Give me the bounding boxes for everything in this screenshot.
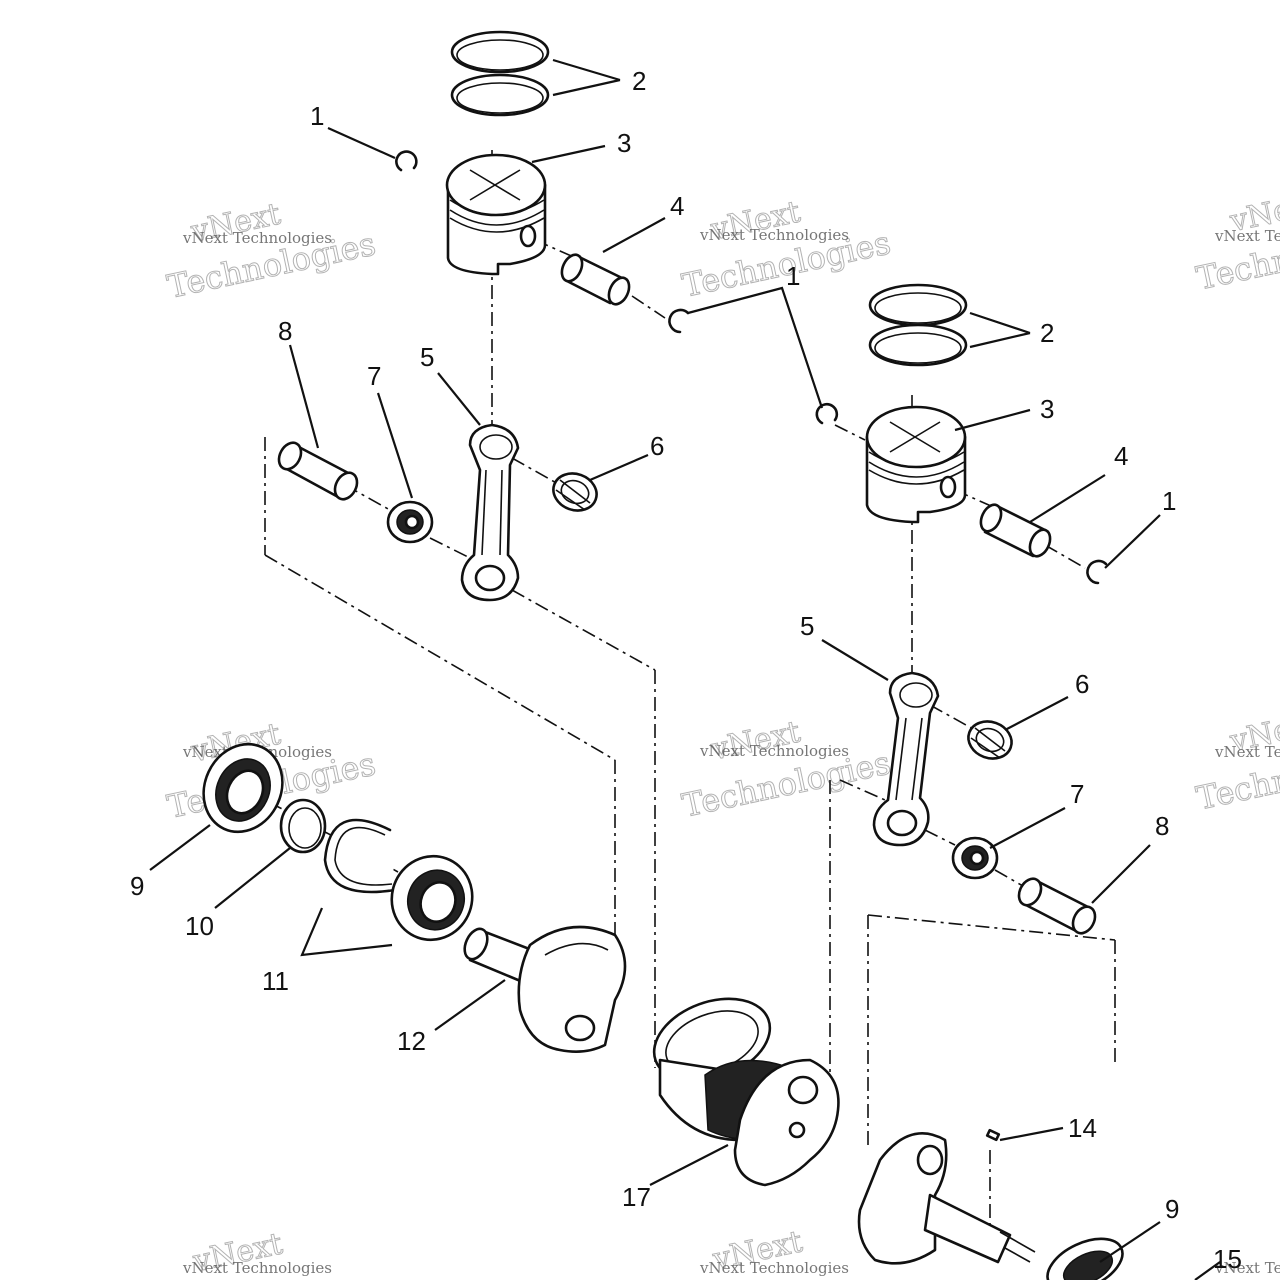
woodruff-key-14 (985, 1128, 1001, 1142)
callout-5-left: 5 (420, 342, 434, 372)
watermark-company-text: vNext Technologies (182, 229, 332, 247)
callout-3-left: 3 (617, 128, 631, 158)
needle-bearing-right-6 (967, 720, 1013, 760)
snap-ring-11 (323, 818, 397, 894)
ball-bearing-left-9 (202, 742, 284, 834)
watermark-company-text: vNext Technologies (699, 742, 849, 760)
watermark-company-text: vNext Technologies (1214, 743, 1280, 761)
callout-2-left: 2 (632, 66, 646, 96)
callout-4-left: 4 (670, 191, 684, 221)
ball-bearing-left-11 (390, 854, 474, 942)
callout-8-right: 8 (1155, 811, 1169, 841)
piston-right (865, 405, 967, 524)
crankshaft-center-17 (652, 997, 840, 1187)
crankshaft-half-right (857, 1132, 1036, 1265)
callout-9-right: 9 (1165, 1194, 1179, 1224)
piston-ring-set-right (868, 283, 968, 367)
piston-pin-right (979, 503, 1052, 558)
callout-12: 12 (397, 1026, 426, 1056)
needle-bearing-right-7 (951, 836, 999, 880)
watermark-company-text: vNext Technologies (699, 1259, 849, 1277)
callout-14: 14 (1068, 1113, 1097, 1143)
callout-2-right: 2 (1040, 318, 1054, 348)
callout-11: 11 (262, 966, 289, 996)
watermark-company-text: vNext Technologies (1214, 227, 1280, 245)
watermark-company-text: vNext Technologies (1214, 1259, 1280, 1277)
callout-10: 10 (185, 911, 214, 941)
ball-bearing-right-9 (1046, 1237, 1124, 1280)
connecting-rod-left (460, 423, 520, 602)
crank-pin-right (1017, 877, 1097, 935)
callout-7-right: 7 (1070, 779, 1084, 809)
circlip-right-1 (815, 402, 839, 425)
piston-pin-left (560, 253, 631, 306)
callout-1-left-top: 1 (310, 101, 324, 131)
callout-labels: 2 1 3 4 1 2 3 4 1 8 7 5 6 5 6 7 8 9 10 1… (130, 66, 1242, 1274)
watermark-company-text: vNext Technologies (182, 1259, 332, 1277)
circlip-left-2 (668, 308, 690, 334)
piston-ring-set-left (450, 30, 550, 117)
callout-9-left: 9 (130, 871, 144, 901)
callout-6-left: 6 (650, 431, 664, 461)
connecting-rod-right (872, 671, 940, 847)
callout-5-right: 5 (800, 611, 814, 641)
circlip-left-1 (395, 150, 418, 172)
callout-4-right: 4 (1114, 441, 1128, 471)
piston-left (445, 153, 547, 276)
crank-pin-left (277, 441, 359, 501)
needle-bearing-left-6 (552, 472, 598, 512)
callout-1-center: 1 (786, 261, 800, 291)
callout-1-right: 1 (1162, 486, 1176, 516)
callout-8-left: 8 (278, 316, 292, 346)
leader-lines (149, 58, 1221, 1280)
retaining-ring-10 (279, 798, 327, 854)
callout-6-right: 6 (1075, 669, 1089, 699)
needle-bearing-left-7 (386, 500, 434, 544)
callout-3-right: 3 (1040, 394, 1054, 424)
callout-17: 17 (622, 1182, 651, 1212)
crankshaft-half-left-12 (463, 925, 627, 1053)
circlip-right-2 (1086, 559, 1108, 585)
watermark-company-text: vNext Technologies (699, 226, 849, 244)
callout-7-left: 7 (367, 361, 381, 391)
callout-15: 15 (1213, 1244, 1242, 1274)
